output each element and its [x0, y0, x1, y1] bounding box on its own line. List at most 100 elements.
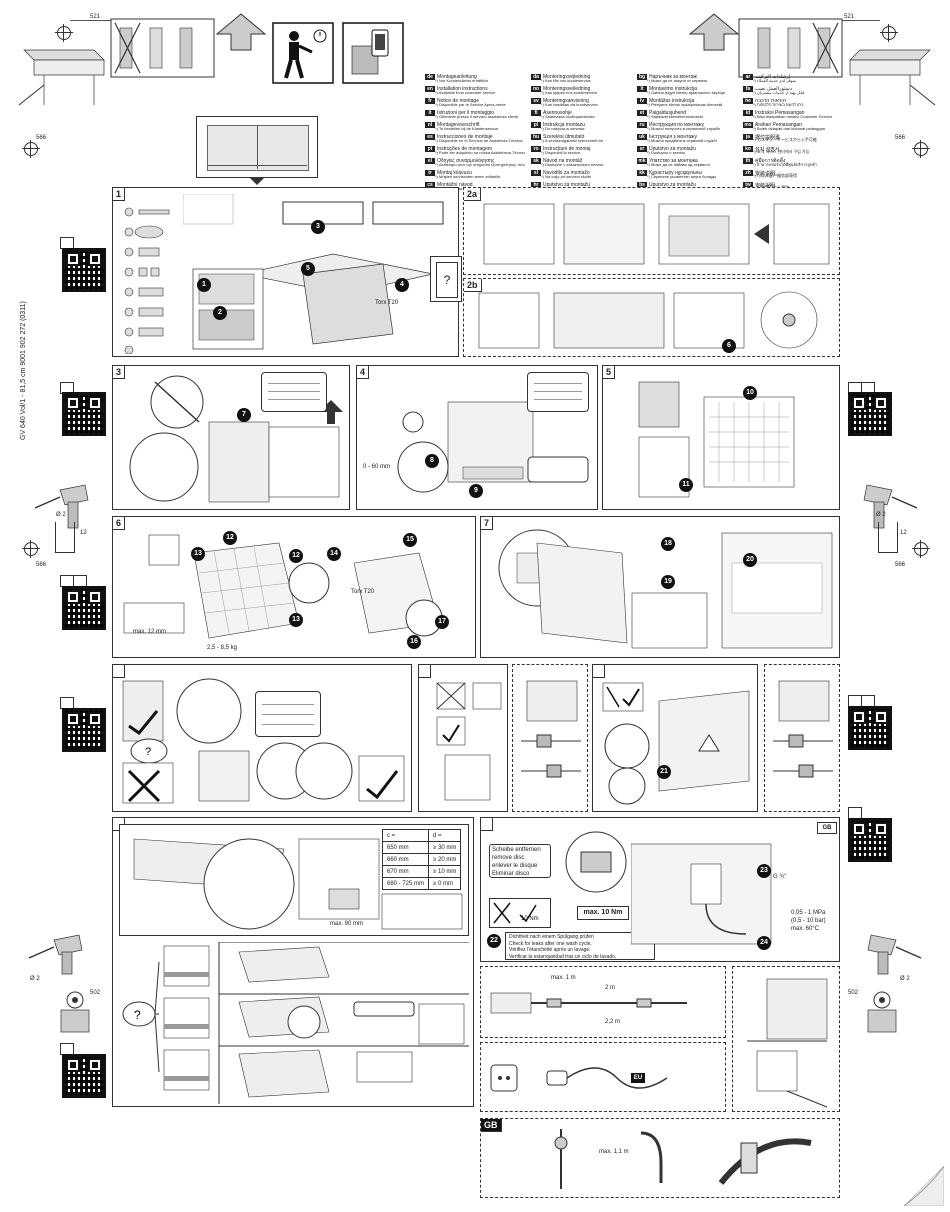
drill-diameter: Ø 2 [30, 976, 40, 982]
language-title: Montavimo instrukcija [649, 86, 698, 92]
language-code: pt [425, 146, 435, 152]
cabinet-front-diagram [196, 116, 318, 178]
language-code: bg [637, 74, 647, 80]
eu-tag: EU [631, 1073, 645, 1083]
table-cell: ≥ 0 mm [428, 877, 462, 890]
language-title: Szerelési útmutató [543, 134, 585, 140]
language-title: Uputstvo za montažu [543, 182, 590, 188]
step-number: 2a [464, 188, 482, 201]
sink-connection-drawing [631, 843, 772, 945]
language-title: Installation instructions [437, 86, 488, 92]
drill-icon [28, 934, 83, 975]
language-subtitle: *) قابل تهیه از خدمات مشتریان [753, 89, 805, 95]
torque-box: max. 10 Nm [577, 906, 629, 920]
svg-text:?: ? [145, 746, 151, 758]
language-code: hu [531, 134, 541, 140]
language-subtitle: *) Pode ser adquirido na nossa Assistênc… [435, 149, 525, 155]
dimension-label: 502 [90, 990, 101, 996]
language-code: th [743, 158, 753, 164]
step-badge-19: 19 [661, 575, 675, 589]
note-box [527, 372, 589, 412]
leak-check-fr: Vérifiez l'étanchéité après un lavage. [509, 947, 591, 953]
qr-code [62, 586, 106, 630]
language-code: ro [531, 146, 541, 152]
thread-label: G ¾" [773, 874, 787, 880]
language-code: hr [531, 182, 541, 188]
language-title: Monteringsvejledning [543, 74, 591, 80]
language-title: Montaj kılavuzu [437, 170, 472, 176]
step-number [419, 665, 432, 678]
step-number: 5 [603, 366, 616, 379]
language-subtitle: *) Saatavissa huoltopalvelusta [541, 113, 595, 119]
language-subtitle: *) متوفر لدى خدمة العملاء [753, 77, 797, 83]
drill-depth: 12 [80, 530, 87, 536]
drill-diameter: Ø 2 [876, 512, 886, 518]
step-6-panel: 6 max. 12 mm 2,5 - 8,5 kg Torx T20 12 13… [112, 516, 476, 658]
dimension-label: 566 [36, 135, 47, 141]
language-title: Istruzioni per il montaggio [437, 110, 494, 116]
step-badge-21: 21 [657, 765, 671, 779]
step-4-drawing [397, 401, 589, 493]
language-title: Monteringsveiledning [543, 86, 591, 92]
door-fit-drawing [436, 682, 502, 801]
language-code: de [425, 74, 435, 80]
language-subtitle: *) Disponible par le Service Après-vente [435, 101, 506, 107]
step-badge-12b: 12 [289, 549, 303, 563]
step-badge-16: 16 [407, 635, 421, 649]
drill-icon [863, 484, 918, 529]
step-5-panel: 5 10 11 [602, 365, 840, 510]
qr-code [62, 392, 106, 436]
crosshair-mark [22, 540, 40, 558]
table-cell: 660 mm [381, 853, 430, 866]
language-title: Montážní návod [437, 182, 473, 188]
plinth-max-label: max. 90 mm [330, 921, 364, 927]
step-4-panel: 4 0 - 60 mm 8 9 [356, 365, 598, 510]
wall-bracket-illustration [849, 49, 936, 106]
door-check-panel: ? [112, 664, 412, 812]
language-subtitle: *) Може да се закупи от сервиза [647, 77, 707, 83]
temperature-label: max. 60°C [791, 926, 820, 932]
gb-tag: GB [817, 822, 837, 834]
note-box [261, 372, 327, 412]
drill-icon [867, 934, 922, 975]
svg-text:?: ? [134, 1008, 141, 1022]
table-cell: 680 - 725 mm [381, 877, 430, 890]
down-arrow-icon [250, 178, 264, 185]
language-subtitle: *) Kan beställas via kundservice [541, 101, 598, 107]
mounting-bracket-icon [60, 991, 90, 1033]
language-subtitle: *) Galima įsigyti klientų aptarnavimo sk… [647, 89, 726, 95]
gb-connection-drawing [554, 1129, 812, 1189]
drill-icon [34, 484, 89, 529]
plinth-top-drawing [133, 838, 463, 930]
leak-check-es: Verificar la estanqueidad tras un ciclo … [509, 953, 617, 960]
plinth-options-drawing: ? [122, 942, 469, 1104]
qr-code [62, 248, 106, 292]
language-code: ja [743, 134, 753, 140]
language-subtitle: *) 고객 서비스 센터에서 구입 가능 [753, 149, 810, 154]
language-subtitle: *) A vevőszolgálattól szerezhető be [541, 137, 604, 143]
installer-person-icon [272, 22, 334, 84]
step-badge-20: 20 [743, 553, 757, 567]
language-code: sv [531, 98, 541, 104]
parts-list [119, 204, 179, 355]
step-badge-10: 10 [743, 386, 757, 400]
language-subtitle: *) Bisa didapatkan melalui Customer Serv… [753, 113, 833, 119]
question-box: ? [430, 256, 462, 302]
language-subtitle: *) Disponibil la service [541, 149, 581, 155]
